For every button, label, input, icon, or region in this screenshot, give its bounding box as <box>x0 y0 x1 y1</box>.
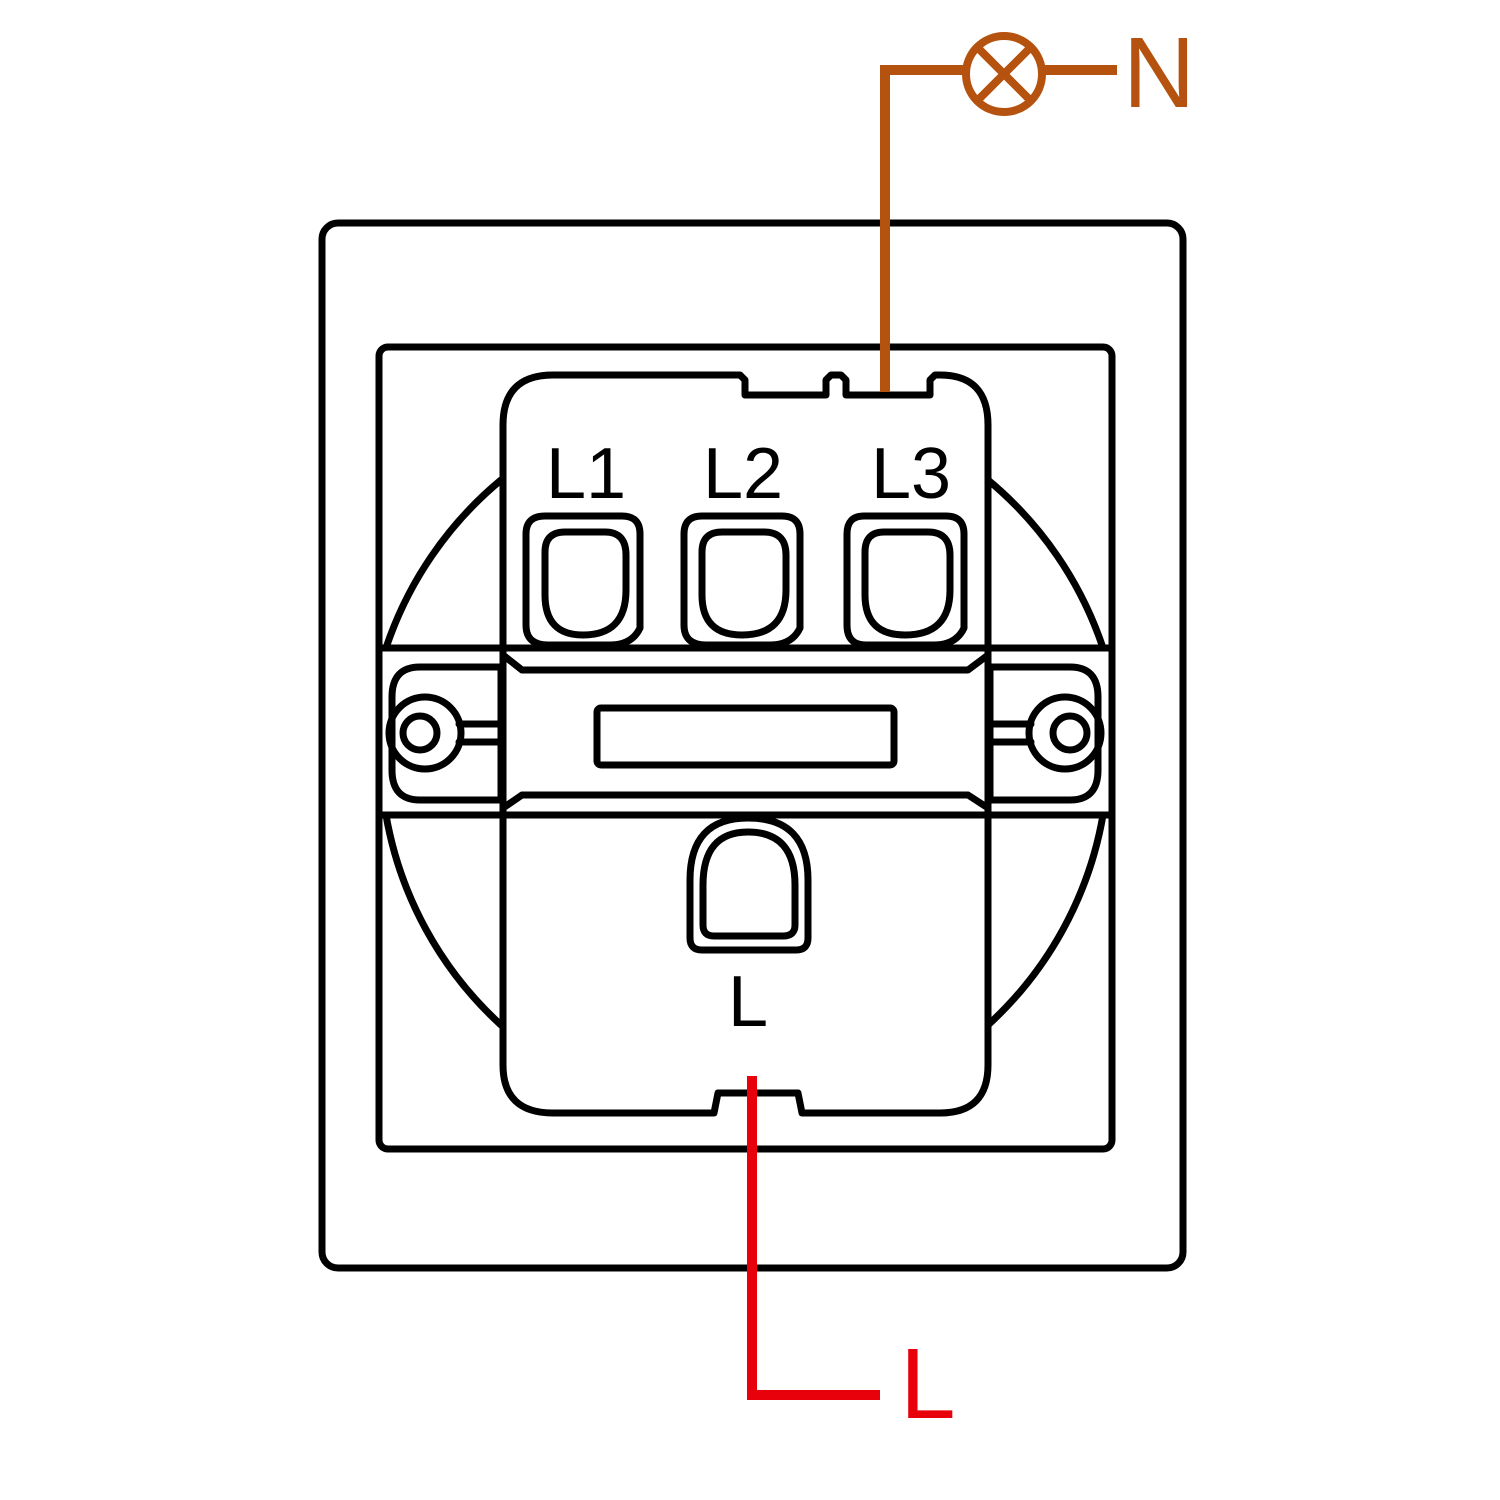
terminal-slot-common <box>686 814 812 954</box>
terminal-label-l2: L2 <box>703 434 783 514</box>
terminal-label-common: L <box>728 962 768 1042</box>
label-window <box>593 704 898 769</box>
lamp-symbol-icon <box>962 32 1046 116</box>
neutral-wire-label: N <box>1123 17 1195 129</box>
center-clamp-plate <box>499 651 992 812</box>
terminal-label-l1: L1 <box>546 434 626 514</box>
live-wire-label: L <box>900 1328 956 1440</box>
round-mounting-body <box>382 476 1107 1029</box>
terminal-label-l3: L3 <box>871 434 951 514</box>
neutral-wire <box>880 65 1117 392</box>
live-wire <box>747 1076 880 1400</box>
left-screw-icon <box>385 663 505 804</box>
right-screw-icon <box>986 663 1105 804</box>
